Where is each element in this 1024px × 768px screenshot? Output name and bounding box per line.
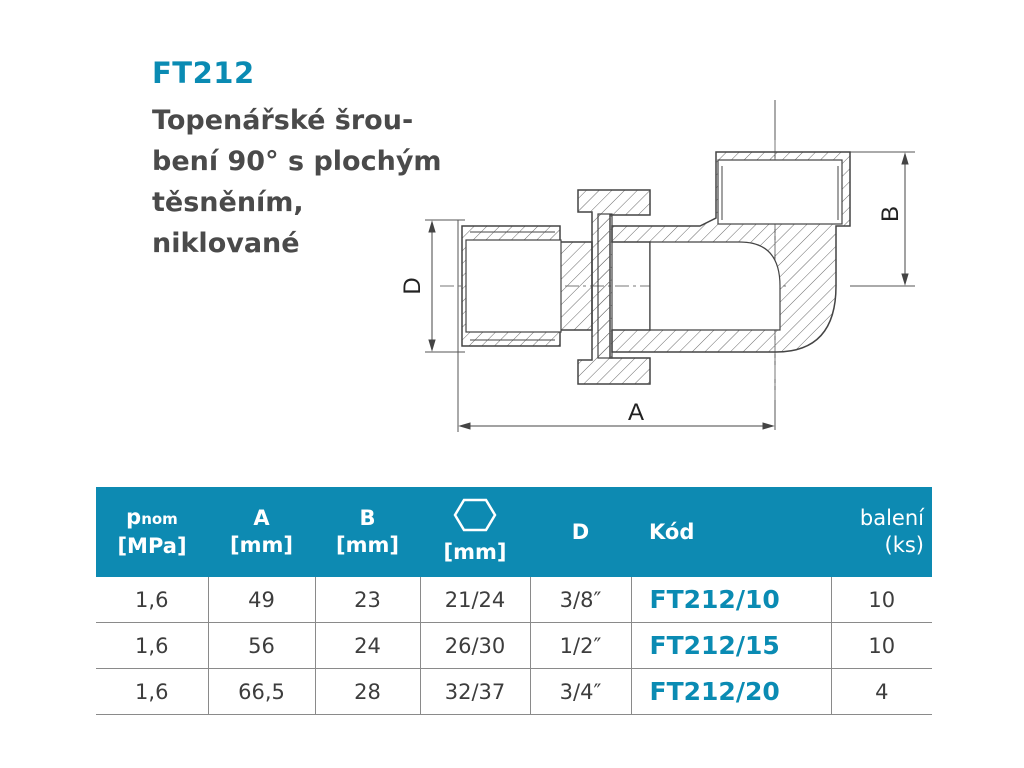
table-row: 1,6 56 24 26/30 1/2″ FT212/15 10 — [96, 622, 932, 669]
cell-kod: FT212/15 — [631, 622, 832, 669]
col-a: A [mm] — [208, 487, 315, 577]
cell-kod: FT212/10 — [631, 577, 832, 623]
cell-b: 28 — [315, 668, 421, 715]
col-pnom: pnom [MPa] — [96, 487, 208, 577]
dimension-a-label: A — [628, 399, 644, 426]
hexagon-icon — [420, 498, 530, 539]
cell-baleni: 10 — [831, 622, 932, 669]
title-line: niklované — [152, 228, 300, 259]
dimension-d — [428, 220, 436, 352]
cell-hex: 26/30 — [420, 622, 531, 669]
col-kod: Kód — [631, 487, 831, 577]
col-d: D — [530, 487, 631, 577]
table-header-row: pnom [MPa] A [mm] B [mm] [mm] D Kód bale… — [96, 487, 932, 577]
cell-b: 24 — [315, 622, 421, 669]
elbow-body — [611, 151, 851, 353]
product-code: FT212 — [152, 56, 255, 90]
product-title: Topenářské šrou- bení 90° s plochým těsn… — [152, 100, 442, 264]
union-nut — [577, 189, 651, 385]
dimension-d-label: D — [399, 277, 426, 294]
cell-pnom: 1,6 — [96, 622, 209, 669]
dimension-b-label: B — [877, 206, 904, 222]
col-b: B [mm] — [315, 487, 420, 577]
cell-d: 3/4″ — [530, 668, 632, 715]
technical-drawing: A D B — [399, 100, 915, 432]
cell-d: 1/2″ — [530, 622, 632, 669]
col-hex: [mm] — [420, 487, 530, 577]
cell-hex: 32/37 — [420, 668, 531, 715]
spec-table: pnom [MPa] A [mm] B [mm] [mm] D Kód bale… — [96, 487, 932, 715]
cell-a: 66,5 — [208, 668, 316, 715]
cell-baleni: 10 — [831, 577, 932, 623]
table-row: 1,6 66,5 28 32/37 3/4″ FT212/20 4 — [96, 668, 932, 715]
dimension-b — [901, 152, 909, 286]
title-line: bení 90° s plochým — [152, 146, 442, 177]
col-baleni: balení (ks) — [831, 487, 932, 577]
cell-baleni: 4 — [831, 668, 932, 715]
cell-pnom: 1,6 — [96, 668, 209, 715]
dimension-a — [458, 422, 775, 430]
table-row: 1,6 49 23 21/24 3/8″ FT212/10 10 — [96, 577, 932, 623]
cell-a: 56 — [208, 622, 316, 669]
cell-d: 3/8″ — [530, 577, 632, 623]
cell-b: 23 — [315, 577, 421, 623]
cell-pnom: 1,6 — [96, 577, 209, 623]
threaded-end — [461, 225, 593, 347]
cell-a: 49 — [208, 577, 316, 623]
title-line: Topenářské šrou- — [152, 105, 414, 136]
title-line: těsněním, — [152, 187, 304, 218]
cell-hex: 21/24 — [420, 577, 531, 623]
cell-kod: FT212/20 — [631, 668, 832, 715]
